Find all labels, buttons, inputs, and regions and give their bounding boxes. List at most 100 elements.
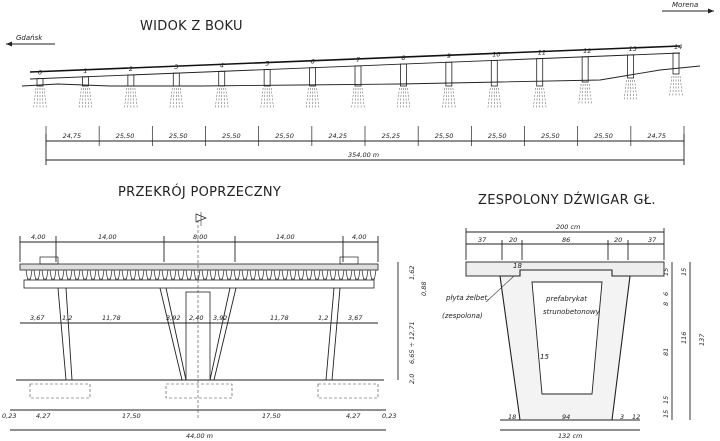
cs-girder-rib — [337, 269, 345, 280]
pier-number-0: 0 — [38, 69, 42, 77]
girder-right-dim-4: 116 — [680, 332, 688, 344]
pile-line — [359, 87, 362, 109]
cs-deck-slab — [19, 263, 379, 271]
pile-line — [399, 87, 402, 109]
pile-line — [260, 87, 264, 109]
cs-girder-rib — [257, 269, 265, 280]
girder-bottom-dim-3: 12 — [632, 413, 640, 421]
arrow-left-icon — [6, 41, 12, 47]
pile-line — [586, 83, 589, 105]
ground-line — [21, 65, 701, 87]
pier-number-10: 10 — [492, 50, 500, 58]
pile-line — [43, 87, 47, 109]
pile-line — [496, 87, 498, 109]
girder-web-label: 15 — [540, 353, 549, 361]
girder-bottom-dim-2: 3 — [620, 413, 624, 421]
span-length-4: 25,50 — [275, 132, 294, 140]
pier-number-11: 11 — [538, 49, 546, 57]
cross-section-title: PRZEKRÓJ POPRZECZNY — [118, 184, 281, 200]
pier-number-2: 2 — [129, 65, 133, 73]
cs-girder-rib — [289, 269, 297, 280]
pile-line — [354, 87, 357, 109]
cross-section: PRZEKRÓJ POPRZECZNY 4,00 14,00 8,00 14,0… — [2, 184, 428, 440]
pile-line — [623, 79, 627, 101]
pile-line — [169, 87, 173, 109]
pile-line — [270, 87, 274, 109]
side-view-title: WIDOK Z BOKU — [140, 19, 243, 34]
pier-12 — [581, 56, 589, 83]
pile-line — [450, 87, 453, 109]
pile-line — [268, 87, 271, 109]
cs-girder-rib — [41, 269, 49, 280]
cs-girder-rib — [137, 269, 145, 280]
cs-bottom-dim-1: 4,27 — [36, 412, 51, 420]
cs-bottom-dim-3: 17,50 — [262, 412, 281, 420]
pile-line — [677, 75, 680, 97]
pile-line — [172, 87, 175, 109]
cs-girder-rib — [265, 269, 273, 280]
pier-9 — [445, 61, 453, 87]
pier-11 — [536, 58, 544, 87]
cs-footing-2 — [165, 383, 233, 399]
pier-number-14: 14 — [674, 43, 682, 51]
girder-top-dim-2: 86 — [562, 236, 570, 244]
span-length-5: 24,25 — [328, 132, 347, 140]
girder-bottom-width-label: 132 cm — [558, 432, 582, 440]
cs-cross-beam — [23, 279, 375, 289]
pier-6 — [309, 67, 316, 87]
pile-line — [407, 87, 411, 109]
cs-girder-rib — [57, 269, 65, 280]
pile-line — [536, 87, 538, 109]
cs-mid-dim-3: 3,92 — [166, 314, 180, 322]
girder-bottom-dim-0: 18 — [508, 413, 516, 421]
pile-line — [134, 87, 138, 109]
pile-line — [215, 87, 218, 109]
girder-section: ZESPOLONY DŹWIGAR GŁ. 200 cm 37 20 86 20… — [442, 192, 706, 440]
deck-top-line — [29, 45, 681, 73]
cs-girder-rib — [249, 269, 257, 280]
girder-top-dim-3: 20 — [614, 236, 622, 244]
pile-line — [218, 87, 220, 109]
pier-1 — [82, 76, 89, 87]
pier-number-12: 12 — [583, 47, 591, 55]
cs-mid-dim-0: 3,67 — [30, 314, 45, 322]
cs-girder-rib — [345, 269, 353, 280]
pile-line — [33, 87, 37, 109]
cs-girder-rib — [153, 269, 161, 280]
pile-line — [442, 87, 446, 109]
girder-prefab-label-2: strunobetonowy — [543, 308, 601, 316]
pile-line — [405, 87, 407, 109]
pile-line — [361, 87, 365, 109]
cs-mid-dim-2: 11,78 — [102, 314, 121, 322]
pile-line — [81, 87, 84, 109]
pier-8 — [400, 63, 407, 87]
right-place-label: Morena — [672, 1, 698, 9]
pile-line — [543, 87, 547, 109]
cs-girder-rib — [89, 269, 97, 280]
cs-girder-rib — [113, 269, 121, 280]
cs-top-dim-0: 4,00 — [31, 233, 45, 241]
cs-girder-rib — [49, 269, 57, 280]
cs-footing-3 — [317, 383, 379, 399]
pile-line — [351, 87, 355, 109]
cs-girder-rib — [369, 269, 377, 280]
cs-right-dim-2: 6,65 ÷ 12,71 — [408, 321, 416, 364]
pile-line — [36, 87, 39, 109]
pier-number-1: 1 — [83, 67, 87, 75]
span-length-11: 24,75 — [647, 132, 666, 140]
span-length-8: 25,50 — [488, 132, 507, 140]
cs-girder-rib — [305, 269, 313, 280]
girder-right-dim-6: 81 — [662, 348, 670, 356]
girder-right-dim-8: 15 — [662, 410, 670, 418]
pier-number-6: 6 — [311, 58, 315, 66]
girder-right-dim-2: 6 — [662, 292, 670, 296]
girder-top-dim-1: 20 — [509, 236, 517, 244]
pier-number-8: 8 — [401, 54, 405, 62]
cs-girder-rib — [193, 269, 201, 280]
cs-barrier-right — [339, 256, 359, 265]
left-place-label: Gdańsk — [16, 34, 43, 42]
cs-girder-rib — [73, 269, 81, 280]
